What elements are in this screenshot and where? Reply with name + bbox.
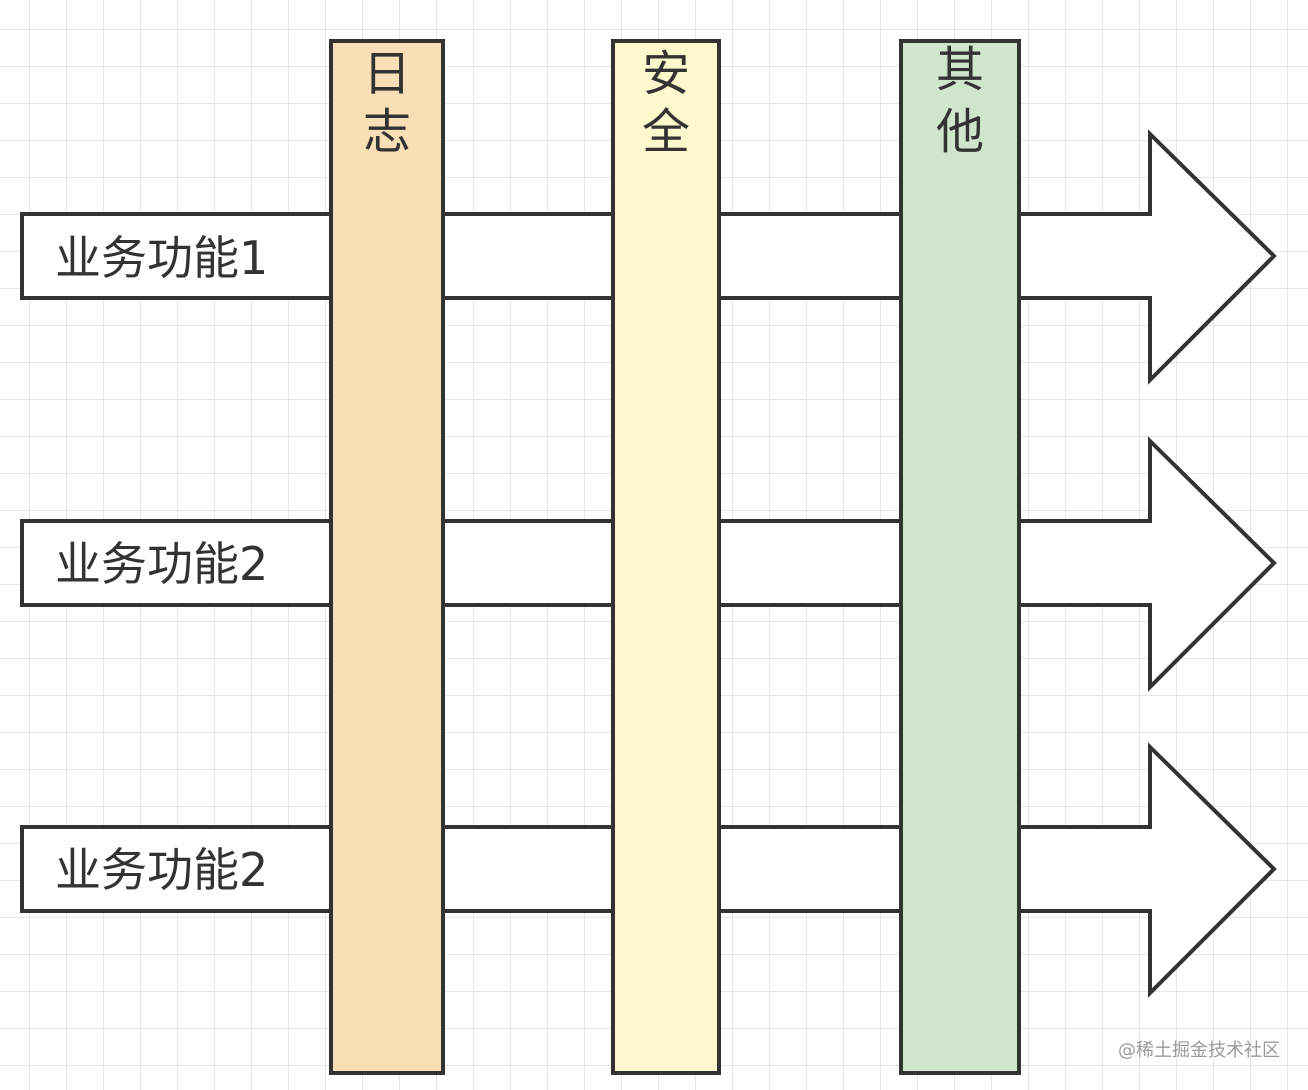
aspect-label-security-char-1: 安 [642, 46, 690, 102]
aspect-bar-log: 日 志 [329, 39, 445, 1075]
cross-cutting-bars: 日 志 安 全 其 他 [329, 39, 1021, 1075]
aspect-bar-other: 其 他 [899, 39, 1021, 1075]
business-label-2: 业务功能2 [55, 537, 268, 591]
aspect-label-log-char-2: 志 [363, 104, 411, 160]
watermark: @稀土掘金技术社区 [1118, 1040, 1280, 1061]
business-label-1: 业务功能1 [55, 231, 268, 285]
aspect-label-log-char-1: 日 [363, 46, 411, 102]
aspect-label-security-char-2: 全 [642, 104, 690, 160]
aspect-label-other-char-2: 他 [936, 104, 984, 160]
business-label-3: 业务功能2 [55, 843, 268, 897]
aspect-bar-security: 安 全 [611, 39, 721, 1075]
aspect-label-other-char-1: 其 [936, 42, 984, 98]
business-labels: 业务功能1 业务功能2 业务功能2 [55, 231, 268, 897]
